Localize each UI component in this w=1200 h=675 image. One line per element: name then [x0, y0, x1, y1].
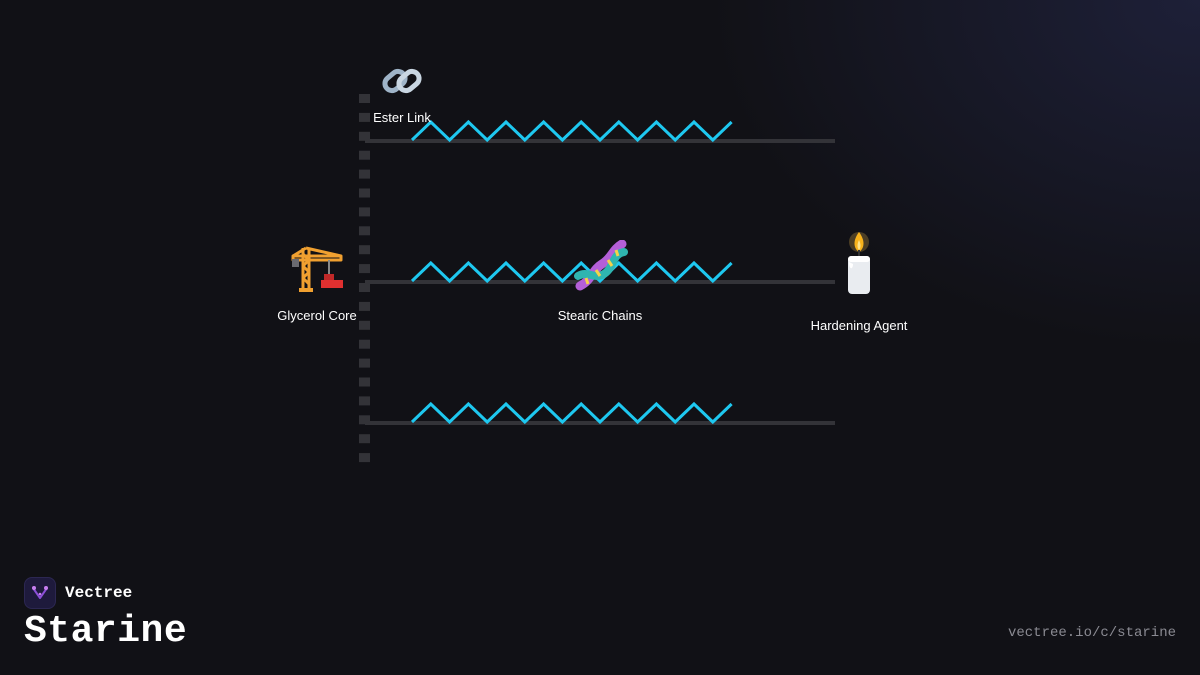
node-label-ester-link: Ester Link: [373, 110, 431, 125]
page-title: Starine: [24, 610, 188, 653]
vectree-logo-icon: [24, 577, 56, 609]
stearic-chain-zigzag: [410, 119, 733, 143]
backbone-segment: [359, 150, 370, 160]
backbone-segment: [359, 207, 370, 217]
backbone-segment: [359, 396, 370, 406]
glycerol-backbone: [359, 94, 370, 463]
backbone-segment: [359, 377, 370, 387]
source-url[interactable]: vectree.io/c/starine: [1007, 625, 1176, 641]
node-label-glycerol-core: Glycerol Core: [277, 308, 357, 323]
dna-icon: [572, 240, 628, 292]
node-label-hardening-agent: Hardening Agent: [810, 318, 908, 333]
stearic-chain-zigzag: [410, 401, 733, 425]
backbone-segment: [359, 94, 370, 103]
construction-crane-icon: [289, 242, 345, 292]
brand-name: Vectree: [65, 584, 133, 602]
backbone-segment: [359, 226, 370, 236]
backbone-segment: [359, 169, 370, 179]
backbone-segment: [359, 301, 370, 311]
backbone-segment: [359, 358, 370, 368]
backbone-segment: [359, 112, 370, 122]
backbone-segment: [359, 339, 370, 349]
backbone-segment: [359, 434, 370, 444]
backbone-segment: [359, 320, 370, 330]
backbone-segment: [359, 453, 370, 463]
brand: Vectree: [24, 577, 132, 609]
backbone-segment: [359, 188, 370, 198]
backbone-segment: [359, 415, 370, 425]
node-label-stearic-chains: Stearic Chains: [557, 308, 643, 323]
backbone-segment: [359, 131, 370, 141]
stearic-chain-zigzag: [410, 260, 733, 284]
candle-icon: [839, 230, 879, 296]
backbone-segment: [359, 283, 370, 292]
fatty-acid-chains: [365, 119, 835, 425]
backbone-segment: [359, 264, 370, 274]
backbone-segment: [359, 245, 370, 255]
link-icon: [380, 60, 424, 102]
